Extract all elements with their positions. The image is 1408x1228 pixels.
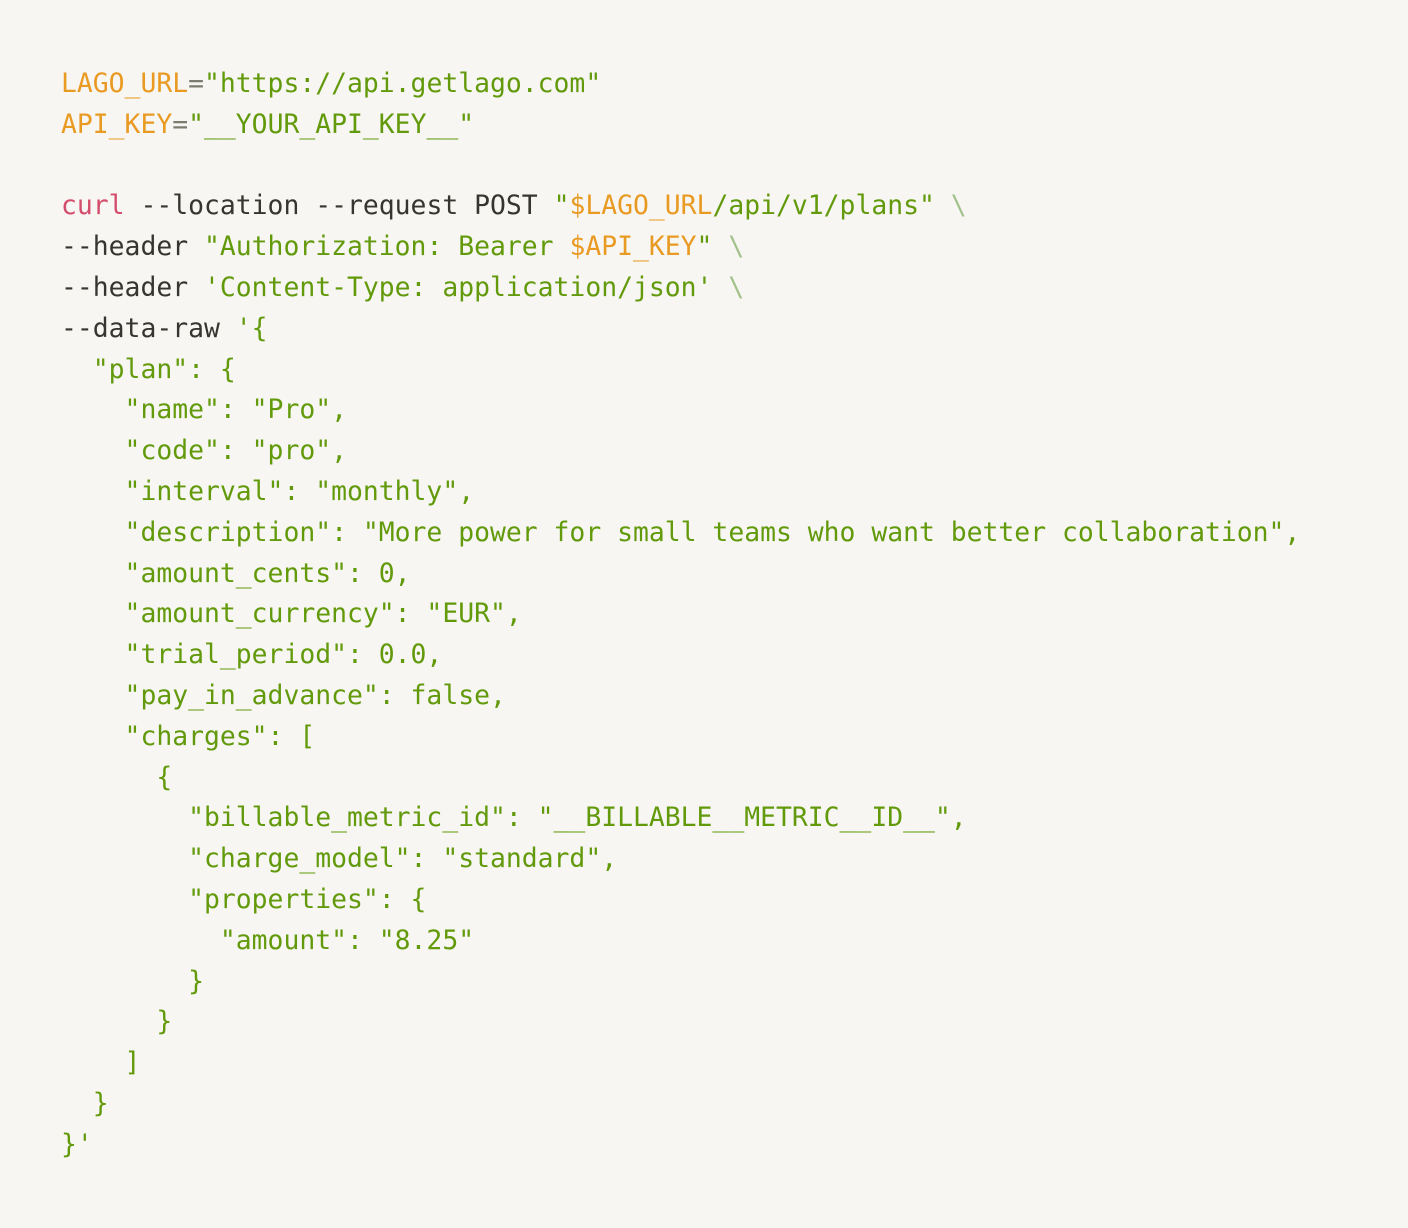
code-line: "code": "pro", — [61, 431, 1300, 472]
string-token: "trial_period": 0.0, — [61, 639, 443, 671]
string-token: "amount": "8.25" — [61, 924, 475, 956]
plain-token: --data-raw — [61, 312, 236, 344]
plain-token: --location --request POST — [124, 190, 554, 222]
string-token: /api/v1/plans" — [712, 190, 935, 222]
code-line: curl --location --request POST "$LAGO_UR… — [61, 186, 1300, 227]
code-line: "description": "More power for small tea… — [61, 513, 1301, 554]
code-line: ] — [61, 1043, 1300, 1084]
code-line: "amount": "8.25" — [61, 921, 1300, 962]
code-block: LAGO_URL="https://api.getlago.com"API_KE… — [61, 64, 1300, 1166]
string-token: "amount_cents": 0, — [61, 557, 411, 589]
code-line — [61, 146, 1300, 187]
code-line: } — [61, 1002, 1300, 1043]
code-line: "charge_model": "standard", — [61, 839, 1300, 880]
code-line: "interval": "monthly", — [61, 472, 1300, 513]
code-line: LAGO_URL="https://api.getlago.com" — [61, 64, 1300, 105]
operator-token: = — [172, 108, 189, 140]
string-token: "amount_currency": "EUR", — [61, 598, 522, 630]
string-token: " — [696, 231, 713, 263]
variable-token: API_KEY — [61, 108, 173, 140]
string-token: "billable_metric_id": "__BILLABLE__METRI… — [61, 802, 967, 834]
string-token: "Authorization: Bearer — [204, 231, 570, 263]
string-token: "https://api.getlago.com" — [204, 68, 602, 99]
variable-token: $LAGO_URL — [569, 190, 713, 222]
code-line: } — [61, 1084, 1300, 1125]
plain-token — [712, 272, 728, 303]
string-token: "name": "Pro", — [61, 394, 347, 426]
string-token: "pay_in_advance": false, — [61, 679, 506, 711]
code-line: API_KEY="__YOUR_API_KEY__" — [61, 105, 1300, 146]
string-token: "charge_model": "standard", — [61, 843, 618, 875]
code-line: "billable_metric_id": "__BILLABLE__METRI… — [61, 798, 1300, 839]
string-token: }' — [61, 1128, 93, 1160]
string-token: "charges": [ — [61, 720, 316, 752]
code-line: --header "Authorization: Bearer $API_KEY… — [61, 227, 1300, 268]
code-line: --header 'Content-Type: application/json… — [61, 268, 1300, 309]
line-continuation-token: \ — [950, 190, 967, 222]
string-token: '{ — [235, 312, 268, 344]
code-line: --data-raw '{ — [61, 309, 1300, 350]
string-token: "interval": "monthly", — [61, 475, 475, 507]
plain-token — [712, 231, 728, 262]
string-token: { — [61, 761, 173, 793]
string-token: "description": "More power for small tea… — [61, 516, 1301, 548]
code-line: "name": "Pro", — [61, 390, 1300, 431]
code-line: "plan": { — [61, 350, 1300, 391]
code-line: "amount_currency": "EUR", — [61, 594, 1300, 635]
operator-token: = — [188, 68, 204, 99]
string-token: } — [61, 1087, 109, 1119]
line-continuation-token: \ — [728, 271, 745, 303]
string-token: "plan": { — [61, 353, 236, 385]
plain-token: --header — [61, 231, 204, 263]
code-line: }' — [61, 1125, 1300, 1166]
code-line: "charges": [ — [61, 717, 1300, 758]
string-token: 'Content-Type: application/json' — [204, 271, 713, 303]
code-line: "properties": { — [61, 880, 1300, 921]
string-token: "code": "pro", — [61, 435, 347, 467]
code-line: { — [61, 758, 1300, 799]
string-token: " — [553, 190, 570, 222]
code-line: "trial_period": 0.0, — [61, 635, 1300, 676]
string-token: } — [61, 1006, 173, 1038]
string-token: "properties": { — [61, 883, 427, 915]
command-token: curl — [61, 190, 125, 222]
plain-token — [935, 190, 951, 221]
code-line: "pay_in_advance": false, — [61, 676, 1300, 717]
code-line: "amount_cents": 0, — [61, 554, 1300, 595]
string-token: "__YOUR_API_KEY__" — [188, 108, 475, 140]
code-line: } — [61, 962, 1300, 1003]
string-token: ] — [61, 1047, 141, 1079]
plain-token: --header — [61, 271, 204, 303]
variable-token: $API_KEY — [569, 231, 697, 263]
variable-token: LAGO_URL — [61, 68, 189, 99]
line-continuation-token: \ — [728, 231, 745, 263]
string-token: } — [61, 965, 204, 997]
